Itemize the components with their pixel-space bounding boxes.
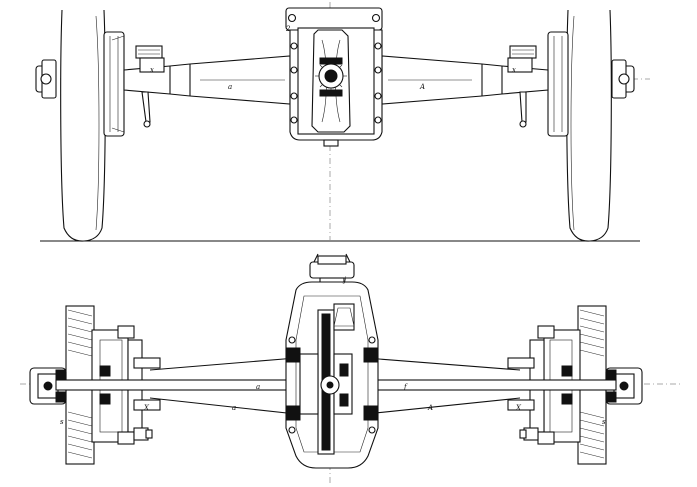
right-spring-pad-top <box>507 357 535 369</box>
right-wheel-upper <box>547 9 635 242</box>
label-lower-lower-left: a <box>232 404 236 412</box>
lower-plan-section-view: j s X a f a A X s <box>20 253 680 486</box>
left-brake-lever <box>141 91 151 123</box>
right-spring-pad-bottom <box>507 399 535 411</box>
label-lower-left-s: s <box>60 418 64 426</box>
upper-elevation-view: 2 x a A x <box>35 2 650 242</box>
label-upper-left-x: x <box>150 66 154 74</box>
left-wheel-upper <box>35 9 125 242</box>
label-lower-right-x: X <box>515 404 522 412</box>
label-lower-right-s: s <box>602 418 606 426</box>
left-spring-pad-bottom <box>133 399 161 411</box>
label-upper-top: 2 <box>285 25 291 33</box>
label-lower-left-x: X <box>143 404 150 412</box>
label-upper-left-axle: a <box>228 83 232 91</box>
label-upper-right-x: x <box>512 66 516 74</box>
right-spring-seat <box>509 45 537 59</box>
label-lower-center-right: f <box>403 383 408 391</box>
label-lower-top-j: j <box>342 276 347 284</box>
left-spring-pad-top <box>133 357 161 369</box>
label-lower-lower-right: A <box>427 404 433 412</box>
differential-housing-section <box>285 253 379 469</box>
radius-rods <box>149 357 521 415</box>
left-spring-seat <box>135 45 163 59</box>
differential-housing-upper <box>285 7 383 147</box>
right-brake-lever <box>519 91 527 123</box>
label-lower-center-left: a <box>256 383 260 391</box>
label-upper-right-axle: A <box>419 83 425 91</box>
